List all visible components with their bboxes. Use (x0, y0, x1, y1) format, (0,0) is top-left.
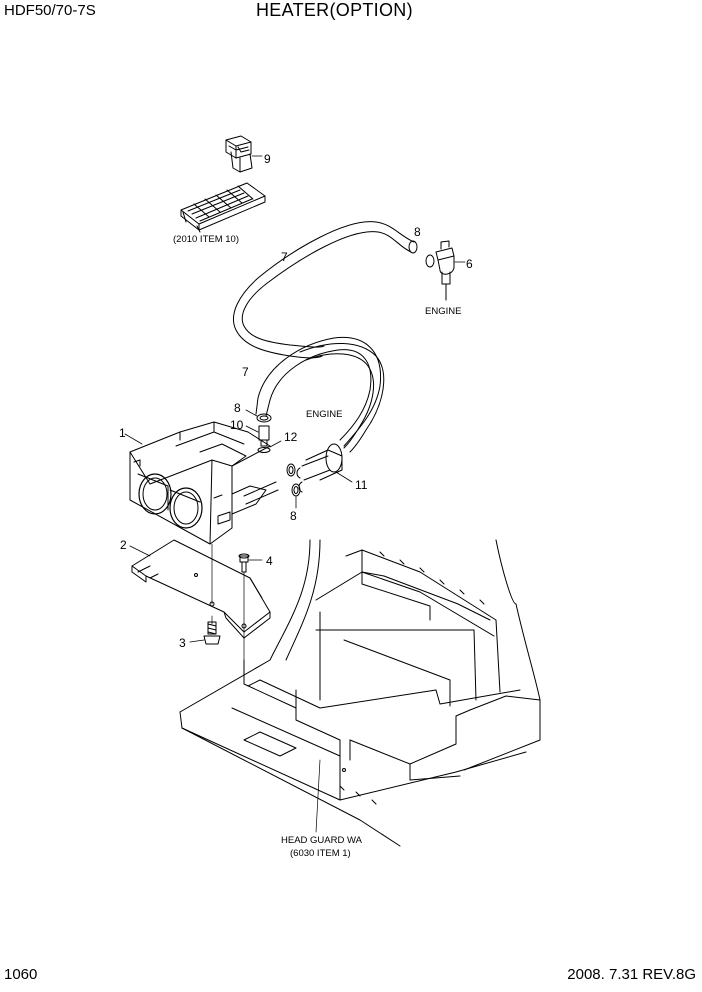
callout-7-lower: 7 (242, 365, 249, 379)
callout-1: 1 (119, 426, 126, 440)
page-title: HEATER(OPTION) (256, 0, 413, 20)
callout-2: 2 (120, 538, 127, 552)
callout-12: 12 (284, 430, 298, 444)
water-valve (425, 240, 455, 301)
o-ring (257, 447, 271, 453)
heater-hose-lower (257, 336, 385, 453)
model-number: HDF50/70-7S (4, 2, 96, 19)
bolt-washer (238, 553, 250, 573)
callout-8-bottom: 8 (290, 509, 297, 523)
page-number: 1060 (4, 966, 38, 983)
engine-label-top: ENGINE (425, 306, 461, 317)
heater-hose-upper (232, 221, 418, 359)
heater-unit (129, 421, 279, 545)
hose-clamp-top (256, 413, 272, 423)
engine-label-middle: ENGINE (306, 409, 342, 420)
callout-6: 6 (466, 257, 473, 271)
hose-clamp-engine-1 (286, 463, 296, 477)
switch-panel (180, 182, 266, 233)
callout-8-left: 8 (234, 401, 241, 415)
callout-9: 9 (264, 152, 271, 166)
nipple-fitting (258, 425, 270, 447)
revision-date: 2008. 7.31 REV.8G (567, 966, 696, 983)
callout-11: 11 (355, 478, 368, 492)
callout-8-top: 8 (414, 225, 421, 239)
rocker-switch (225, 135, 253, 173)
callout-10: 10 (230, 418, 244, 432)
callout-7-upper: 7 (281, 250, 288, 264)
grommet (296, 443, 343, 493)
head-guard-reference: (6030 ITEM 1) (290, 848, 351, 859)
hex-bolt (203, 621, 221, 645)
head-guard-frame (179, 539, 541, 847)
head-guard-label: HEAD GUARD WA (281, 835, 363, 846)
switch-reference-note: (2010 ITEM 10) (173, 234, 239, 245)
callout-4: 4 (266, 554, 273, 568)
callout-3: 3 (179, 636, 186, 650)
mounting-bracket (131, 539, 271, 639)
